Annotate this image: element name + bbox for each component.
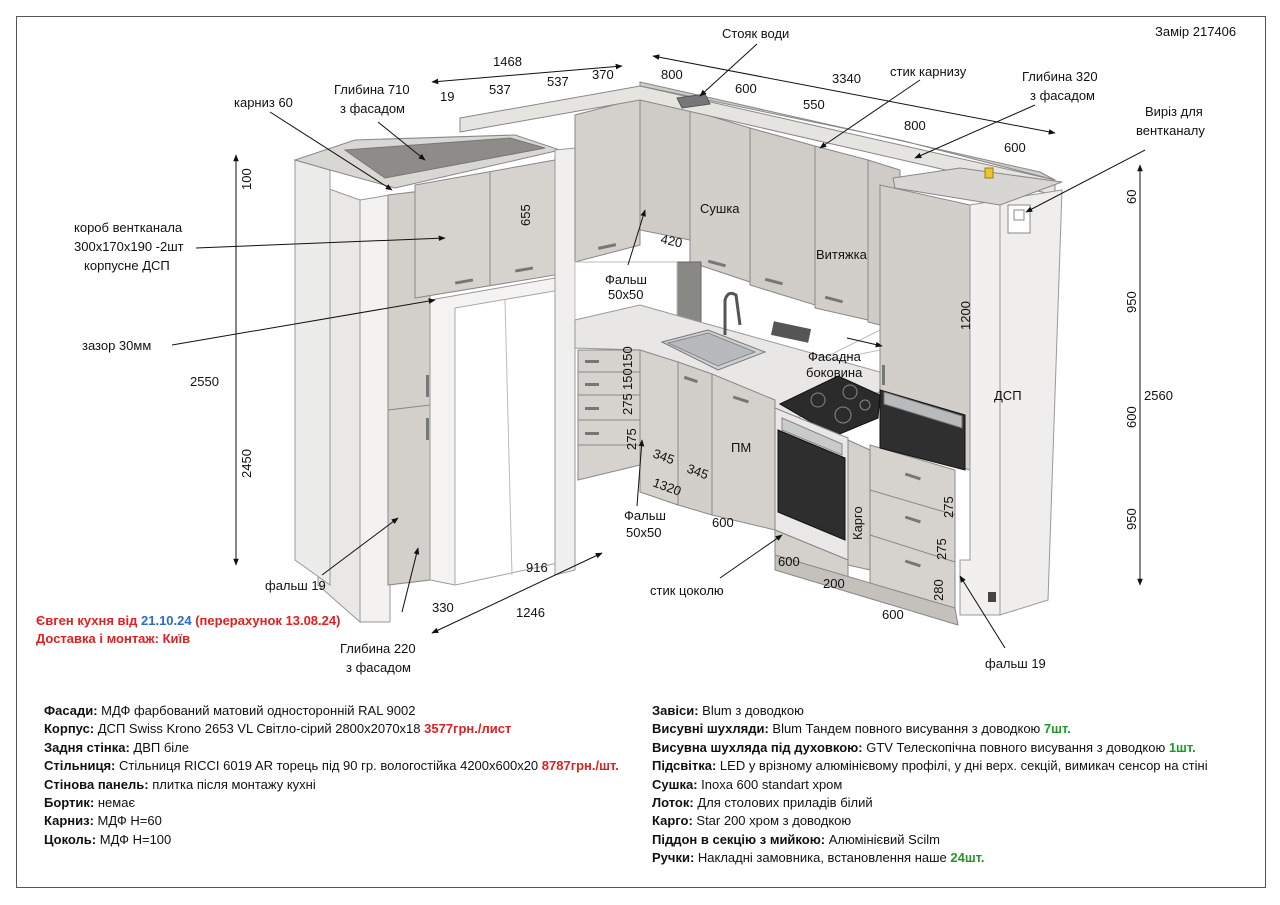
label-side-facade-sub: боковина xyxy=(806,365,863,380)
callout-vent-box: короб вентканала xyxy=(74,220,183,235)
spec-countertop: Стільниця: Стільниця RICCI 6019 AR торец… xyxy=(44,758,619,774)
callout-plinth-joint: стик цоколю xyxy=(650,583,724,598)
callout-cornice-joint: стик карнизу xyxy=(890,64,967,79)
drawing-labels: Замір 217406 Євген кухня від 21.10.24 (п… xyxy=(36,24,1236,675)
dim-600-f: 600 xyxy=(1124,406,1139,428)
callout-depth-220-sub: з фасадом xyxy=(346,660,411,675)
delivery-line: Доставка і монтаж: Київ xyxy=(36,631,190,646)
dim-950-b: 950 xyxy=(1124,508,1139,530)
dim-2560: 2560 xyxy=(1144,388,1173,403)
label-dryer: Сушка xyxy=(700,201,740,216)
spec-dryer: Сушка: Inoxa 600 standart хром xyxy=(652,776,843,792)
dim-275-d: 275 xyxy=(934,538,949,560)
dim-345-b: 345 xyxy=(685,461,711,483)
dim-2550: 2550 xyxy=(190,374,219,389)
callout-false-19-left: фальш 19 xyxy=(265,578,326,593)
dim-60: 60 xyxy=(1124,190,1139,204)
callout-vent-box-size: 300х170х190 -2шт xyxy=(74,239,184,254)
dim-19: 19 xyxy=(440,89,454,104)
dim-600-a: 600 xyxy=(735,81,757,96)
specs-left: Фасади: МДФ фарбований матовий односторо… xyxy=(44,702,644,849)
dim-280: 280 xyxy=(931,579,946,601)
callout-false-top: Фальш xyxy=(605,272,647,287)
dim-1246: 1246 xyxy=(516,605,545,620)
dim-600-c: 600 xyxy=(712,515,734,530)
dim-600-b: 600 xyxy=(1004,140,1026,155)
callout-false-19-right: фальш 19 xyxy=(985,656,1046,671)
callout-vent-box-material: корпусне ДСП xyxy=(84,258,170,273)
callout-water-riser: Стояк води xyxy=(722,26,789,41)
callout-depth-710: Глибина 710 xyxy=(334,82,410,97)
spec-facades: Фасади: МДФ фарбований матовий односторо… xyxy=(44,703,416,718)
dim-275-a: 275 xyxy=(620,393,635,415)
kitchen-render xyxy=(293,81,1063,626)
dim-800-b: 800 xyxy=(904,118,926,133)
leader-lines xyxy=(171,43,1146,649)
measurement-title: Замір 217406 xyxy=(1155,24,1236,39)
customer-line: Євген кухня від 21.10.24 (перерахунок 13… xyxy=(36,613,340,628)
dim-275-b: 275 xyxy=(624,428,639,450)
callout-depth-220: Глибина 220 xyxy=(340,641,416,656)
label-dishwasher: ПМ xyxy=(731,440,751,455)
dim-100: 100 xyxy=(239,168,254,190)
spec-wall-panel: Стінова панель: плитка після монтажу кух… xyxy=(44,776,316,792)
drawing-frame xyxy=(16,16,1266,888)
spec-plinth: Цоколь: МДФ Н=100 xyxy=(44,831,172,847)
dim-150-b: 150 xyxy=(620,368,635,390)
spec-body: Корпус: ДСП Swiss Krono 2653 VL Світло-с… xyxy=(44,721,512,737)
spec-edge: Бортик: немає xyxy=(44,795,136,811)
callout-depth-320: Глибина 320 xyxy=(1022,69,1098,84)
dim-537-a: 537 xyxy=(489,82,511,97)
spec-cargo: Карго: Star 200 хром з доводкою xyxy=(652,813,852,829)
label-hood: Витяжка xyxy=(816,247,868,262)
callout-cornice-60: карниз 60 xyxy=(234,95,293,110)
dim-600-d: 600 xyxy=(778,554,800,569)
specs-right: Завіси: Blum з доводкою Висувні шухляди:… xyxy=(652,702,1262,868)
dim-420: 420 xyxy=(659,231,683,250)
dim-550: 550 xyxy=(803,97,825,112)
dim-200: 200 xyxy=(823,576,845,591)
dim-537-b: 537 xyxy=(547,74,569,89)
dim-916: 916 xyxy=(526,560,548,575)
callout-false-bottom-size: 50х50 xyxy=(626,525,661,540)
dim-2450: 2450 xyxy=(239,449,254,478)
callout-vent-cut: Виріз для xyxy=(1145,104,1203,119)
spec-cornice: Карниз: МДФ Н=60 xyxy=(44,813,162,829)
spec-oven-drawer: Висувна шухляда під духовкою: GTV Телеск… xyxy=(652,739,1196,755)
callout-false-bottom: Фальш xyxy=(624,508,666,523)
label-side-facade: Фасадна xyxy=(808,349,862,364)
dim-655: 655 xyxy=(518,204,533,226)
spec-hinges: Завіси: Blum з доводкою xyxy=(652,703,804,718)
spec-back-wall: Задня стінка: ДВП біле xyxy=(44,739,190,755)
callout-false-top-size: 50х50 xyxy=(608,287,643,302)
spec-tray: Лоток: Для столових приладів білий xyxy=(652,795,873,811)
dim-275-c: 275 xyxy=(941,496,956,518)
dim-600-e: 600 xyxy=(882,607,904,622)
dim-800-a: 800 xyxy=(661,67,683,82)
dim-370: 370 xyxy=(592,67,614,82)
spec-drawers: Висувні шухляди: Blum Тандем повного вис… xyxy=(652,721,1071,737)
dim-950-a: 950 xyxy=(1124,291,1139,313)
dim-1468: 1468 xyxy=(493,54,522,69)
callout-depth-320-sub: з фасадом xyxy=(1030,88,1095,103)
label-cargo: Карго xyxy=(850,506,865,540)
dim-150-a: 150 xyxy=(620,346,635,368)
spec-sink-tray: Піддон в секцію з мийкою: Алюмінієвий Sc… xyxy=(652,831,940,847)
callout-depth-710-sub: з фасадом xyxy=(340,101,405,116)
callout-vent-cut-sub: вентканалу xyxy=(1136,123,1205,138)
callout-gap: зазор 30мм xyxy=(82,338,151,353)
label-dsp: ДСП xyxy=(994,388,1022,403)
dim-1200: 1200 xyxy=(958,301,973,330)
spec-lighting: Підсвітка: LED у врізному алюмінієвому п… xyxy=(652,758,1208,774)
dim-330: 330 xyxy=(432,600,454,615)
dim-3340: 3340 xyxy=(832,71,861,86)
kitchen-drawing: Замір 217406 Євген кухня від 21.10.24 (п… xyxy=(36,24,1236,675)
dimension-lines xyxy=(233,54,1143,634)
spec-handles: Ручки: Накладні замовника, встановлення … xyxy=(652,850,985,866)
dim-345-a: 345 xyxy=(651,446,677,468)
